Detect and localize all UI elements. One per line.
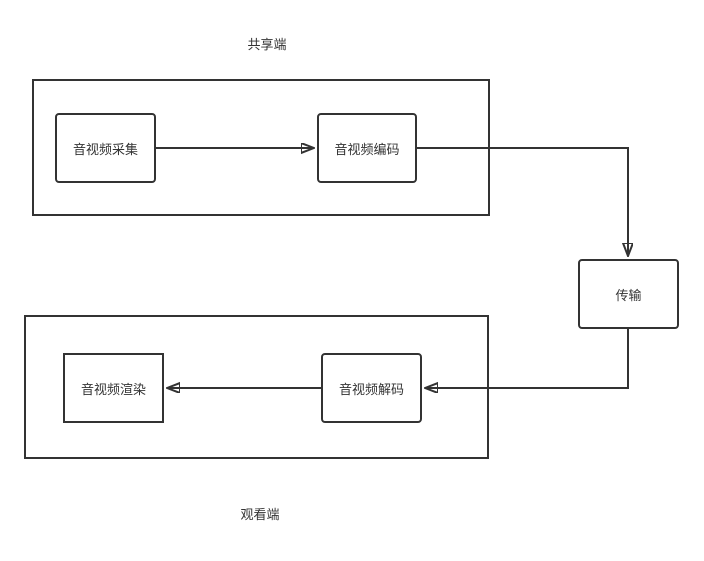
node-audio-video-decode: 音视频解码 <box>321 353 422 423</box>
node-audio-video-render: 音视频渲染 <box>63 353 164 423</box>
node-audio-video-capture: 音视频采集 <box>55 113 156 183</box>
viewer-group-label: 观看端 <box>240 507 280 522</box>
node-transport: 传输 <box>578 259 679 329</box>
sharer-group-label: 共享端 <box>247 37 287 52</box>
node-audio-video-encode: 音视频编码 <box>317 113 417 183</box>
